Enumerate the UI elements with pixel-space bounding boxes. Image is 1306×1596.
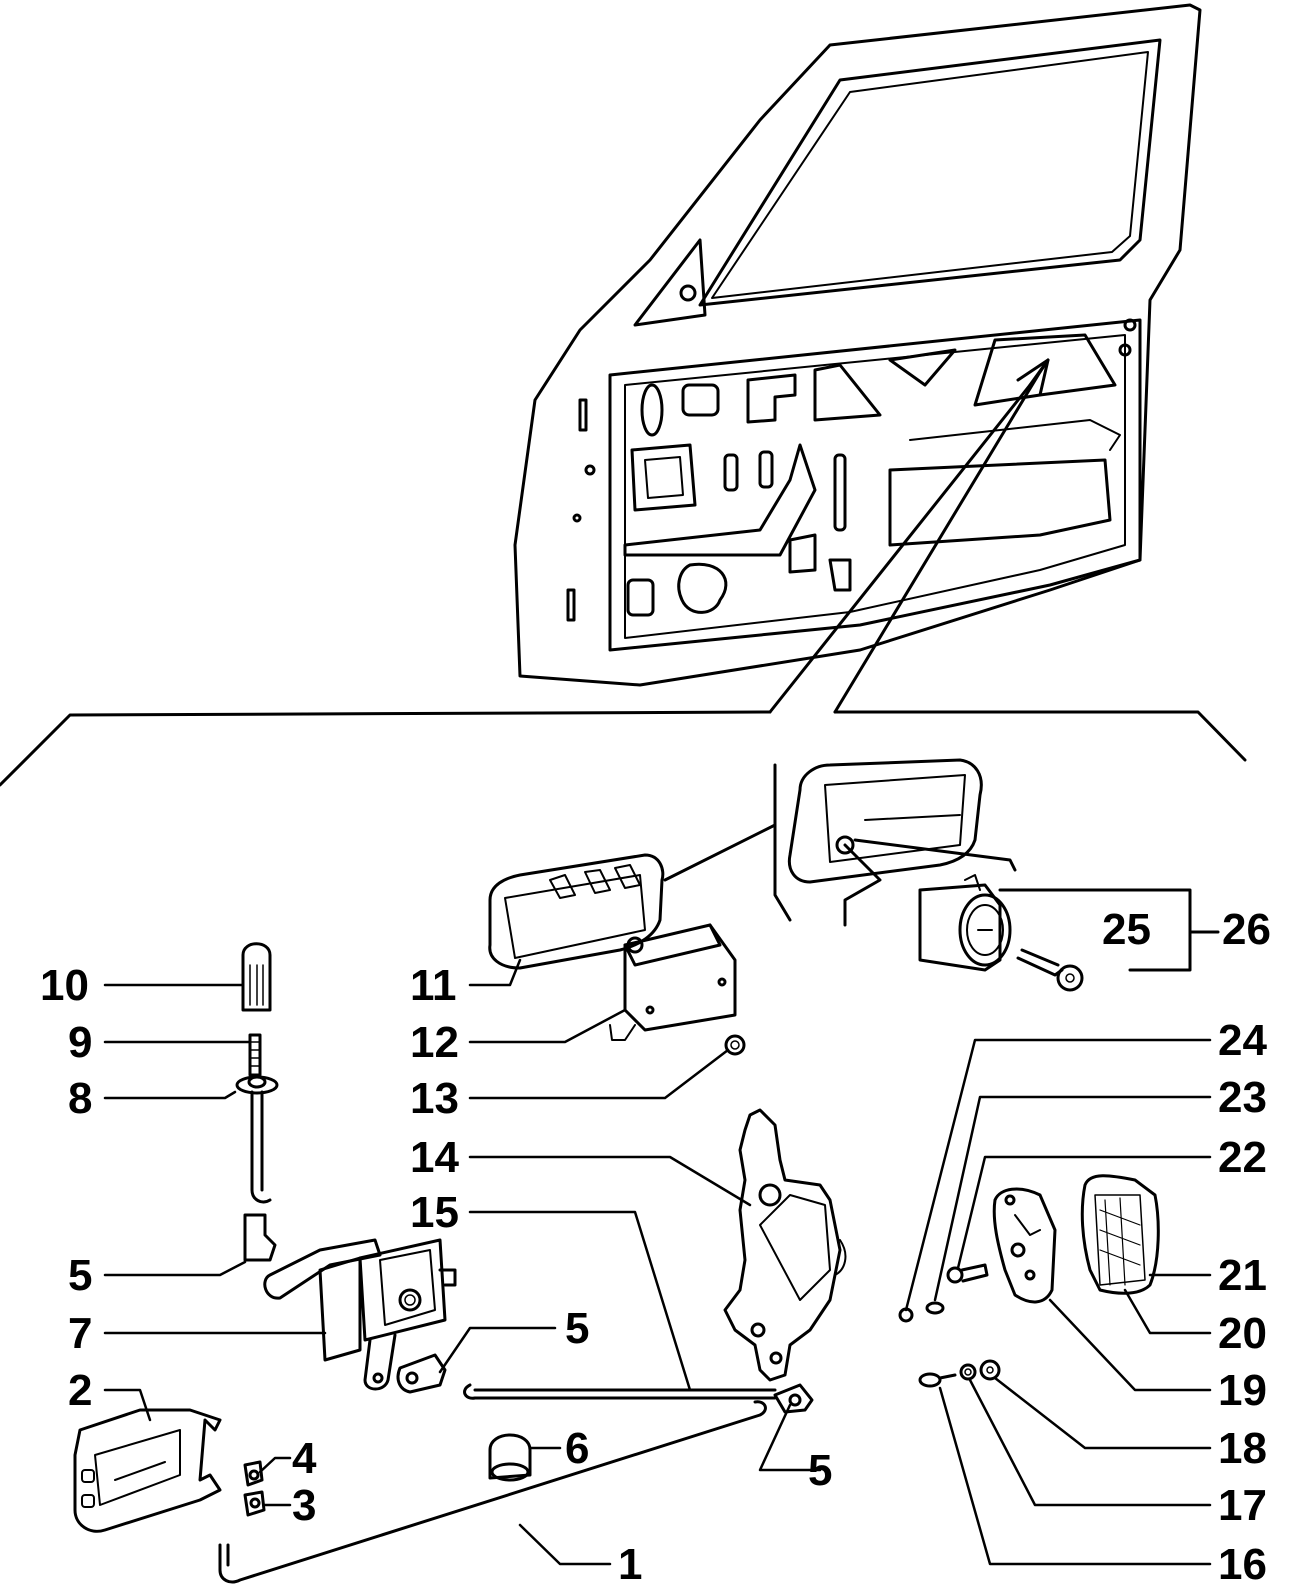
part-25-key (1016, 948, 1084, 992)
part-10-lock-knob (241, 942, 272, 1012)
callout-2: 2 (68, 1366, 92, 1415)
callout-25: 25 (1102, 905, 1151, 954)
callout-24: 24 (1218, 1016, 1267, 1065)
callout-6: 6 (565, 1424, 589, 1473)
callout-23: 23 (1218, 1073, 1267, 1122)
callout-4: 4 (292, 1434, 317, 1483)
callout-5: 5 (808, 1446, 832, 1495)
part-9-threaded-rod (248, 1033, 262, 1077)
callout-8: 8 (68, 1074, 92, 1123)
part-6-grommet (488, 1433, 532, 1482)
part-14-latch (723, 1108, 847, 1382)
part-13-nut (724, 1034, 746, 1056)
callout-26: 26 (1222, 905, 1271, 954)
door-shell (513, 3, 1202, 687)
callout-9: 9 (68, 1018, 92, 1067)
part-23-pin (925, 1301, 945, 1315)
part-5-clip-a (396, 1353, 447, 1394)
callout-10: 10 (40, 961, 89, 1010)
part-18-washer (979, 1359, 1001, 1381)
part-15-rod (463, 1383, 777, 1400)
part-21-striker-cover (1080, 1174, 1160, 1295)
callout-17: 17 (1218, 1481, 1267, 1530)
callout-1: 1 (618, 1540, 642, 1589)
part-11-outer-handle (488, 853, 665, 970)
callout-3: 3 (292, 1481, 316, 1530)
callout-5: 5 (565, 1304, 589, 1353)
part-12-bracket (609, 923, 737, 1041)
callout-12: 12 (410, 1018, 459, 1067)
callout-18: 18 (1218, 1424, 1267, 1473)
part-4-clip (243, 1460, 264, 1487)
section-divider (0, 710, 1247, 787)
part-17-washer (959, 1363, 977, 1381)
callout-15: 15 (410, 1188, 459, 1237)
part-8-grommet (235, 1075, 279, 1204)
part-2-inner-handle (73, 1408, 222, 1533)
callout-16: 16 (1218, 1540, 1267, 1589)
part-7-lock-mechanism (243, 1213, 457, 1391)
part-5-clip-c (773, 1383, 814, 1414)
part-3-clip (243, 1490, 266, 1517)
leader-lines (103, 958, 1212, 1566)
part-22-screw (946, 1263, 989, 1284)
callout-11: 11 (410, 961, 457, 1010)
part-1-rod (218, 1400, 767, 1584)
callout-22: 22 (1218, 1133, 1267, 1182)
callout-13: 13 (410, 1074, 459, 1123)
detail-arrow (768, 358, 1050, 714)
callout-20: 20 (1218, 1309, 1267, 1358)
part-26-lock-cylinder (918, 874, 1220, 972)
part-19-striker-plate (992, 1187, 1057, 1304)
callout-14: 14 (410, 1133, 459, 1182)
part-16-screw (918, 1372, 957, 1388)
callout-7: 7 (68, 1309, 92, 1358)
callout-21: 21 (1218, 1251, 1267, 1300)
handle-detail-inset (663, 758, 1017, 927)
callout-5: 5 (68, 1251, 92, 1300)
callout-19: 19 (1218, 1366, 1267, 1415)
